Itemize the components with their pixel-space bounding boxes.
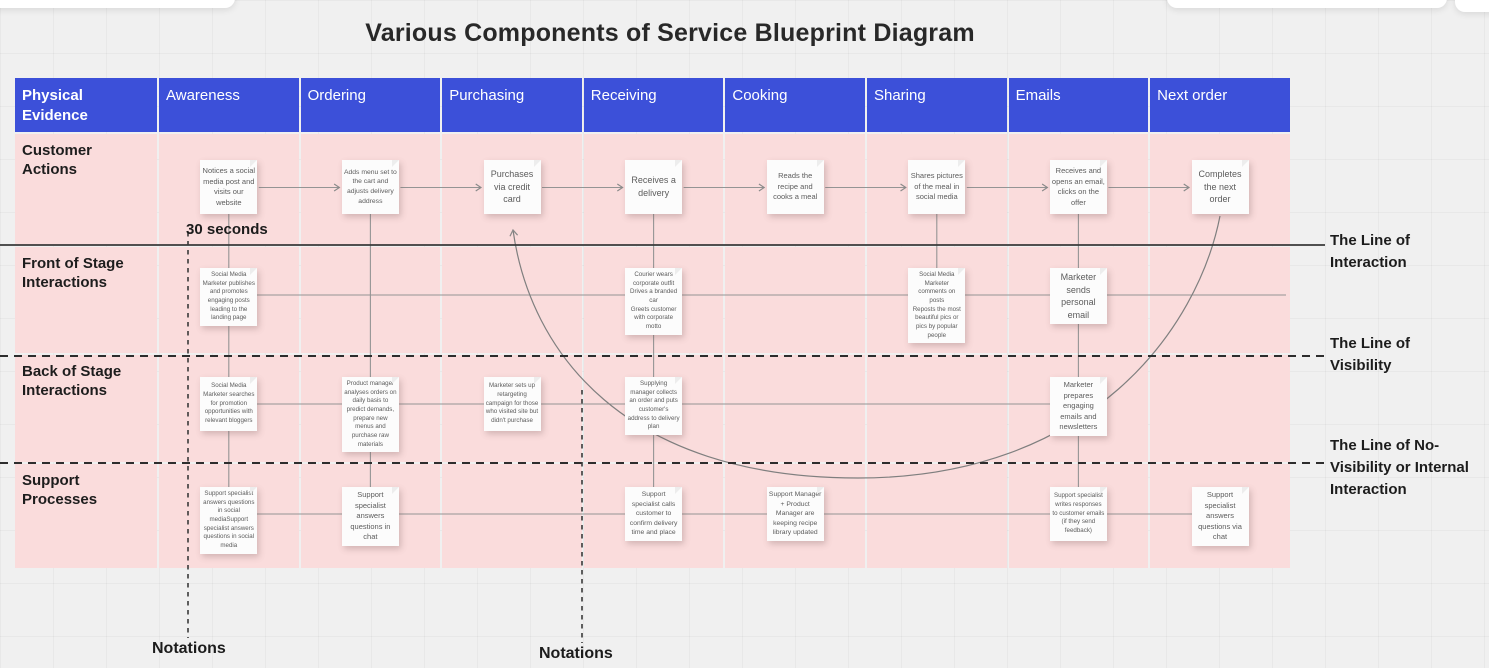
row-label-support-processes[interactable]: Support Processes <box>15 464 157 568</box>
grid-cell <box>866 355 1007 462</box>
column-header-next-order[interactable]: Next order <box>1150 78 1290 132</box>
sticky-note[interactable]: Support specialist calls customer to con… <box>625 487 683 541</box>
sticky-note[interactable]: Social Media Marketer searches for promo… <box>200 377 258 431</box>
sticky-note[interactable]: Support specialist answers questions in … <box>341 487 399 546</box>
column-header-physical-evidence[interactable]: Physical Evidence <box>15 78 157 132</box>
sticky-note[interactable]: Shares pictures of the meal in social me… <box>908 160 966 214</box>
thirty-seconds-label[interactable]: 30 seconds <box>186 221 268 238</box>
sticky-note[interactable]: Product manager analyses orders on daily… <box>341 377 399 453</box>
line-of-interaction-label[interactable]: The Line of Interaction <box>1330 232 1410 271</box>
floating-card-top-right[interactable] <box>1167 0 1447 8</box>
row-label-customer-actions[interactable]: Customer Actions <box>15 134 157 245</box>
grid-cell <box>300 247 441 353</box>
column-header-awareness[interactable]: Awareness <box>159 78 299 132</box>
column-header-emails[interactable]: Emails <box>1008 78 1149 132</box>
grid-cell <box>442 464 582 568</box>
sticky-note[interactable]: Support Manager + Product Manager are ke… <box>766 487 824 541</box>
notations-label-1[interactable]: Notations <box>152 640 226 657</box>
floating-card-top-corner[interactable] <box>1455 0 1489 12</box>
line-of-visibility-label[interactable]: The Line of Visibility <box>1330 335 1410 374</box>
sticky-note[interactable]: Receives and opens an email, clicks on t… <box>1049 160 1107 214</box>
sticky-note[interactable]: Courier wears corporate outfit Drives a … <box>625 268 683 335</box>
sticky-note[interactable]: Adds menu set to the cart and adjusts de… <box>341 160 399 214</box>
sticky-note[interactable]: Purchases via credit card <box>483 160 541 214</box>
sticky-note[interactable]: Receives a delivery <box>625 160 683 214</box>
sticky-note[interactable]: Supplying manager collects an order and … <box>625 377 683 436</box>
sticky-note[interactable]: Marketer prepares engaging emails and ne… <box>1049 377 1107 436</box>
sticky-note[interactable]: Social Media Marketer comments on posts … <box>908 268 966 344</box>
line-of-no-visibility-label[interactable]: The Line of No-Visibility or Internal In… <box>1330 437 1469 498</box>
column-header-ordering[interactable]: Ordering <box>300 78 441 132</box>
grid-cell <box>442 247 582 353</box>
sticky-note[interactable]: Support specialist answers questions via… <box>1191 487 1249 546</box>
sticky-note[interactable]: Reads the recipe and cooks a meal <box>766 160 824 214</box>
column-header-receiving[interactable]: Receiving <box>583 78 724 132</box>
grid-cell <box>725 355 865 462</box>
grid-cell <box>866 464 1007 568</box>
sticky-note[interactable]: Marketer sends personal email <box>1049 268 1107 325</box>
row-label-front-of-stage-interactions[interactable]: Front of Stage Interactions <box>15 247 157 353</box>
notations-label-2[interactable]: Notations <box>539 645 613 662</box>
sticky-note[interactable]: Marketer sets up retargeting campaign fo… <box>483 377 541 431</box>
sticky-note[interactable]: Social Media Marketer publishes and prom… <box>200 268 258 327</box>
sticky-note[interactable]: Notices a social media post and visits o… <box>200 160 258 214</box>
column-header-sharing[interactable]: Sharing <box>866 78 1007 132</box>
sticky-note[interactable]: Completes the next order <box>1191 160 1249 214</box>
grid-cell <box>1150 355 1290 462</box>
sticky-note[interactable]: Support specialist answers questions in … <box>200 487 258 554</box>
row-label-back-of-stage-interactions[interactable]: Back of Stage Interactions <box>15 355 157 462</box>
floating-card-top-left[interactable] <box>0 0 235 8</box>
column-header-purchasing[interactable]: Purchasing <box>442 78 582 132</box>
grid-cell <box>725 247 865 353</box>
grid-cell <box>1150 247 1290 353</box>
column-header-cooking[interactable]: Cooking <box>725 78 865 132</box>
sticky-note[interactable]: Support specialist writes responses to c… <box>1049 487 1107 541</box>
page-title: Various Components of Service Blueprint … <box>365 18 975 47</box>
